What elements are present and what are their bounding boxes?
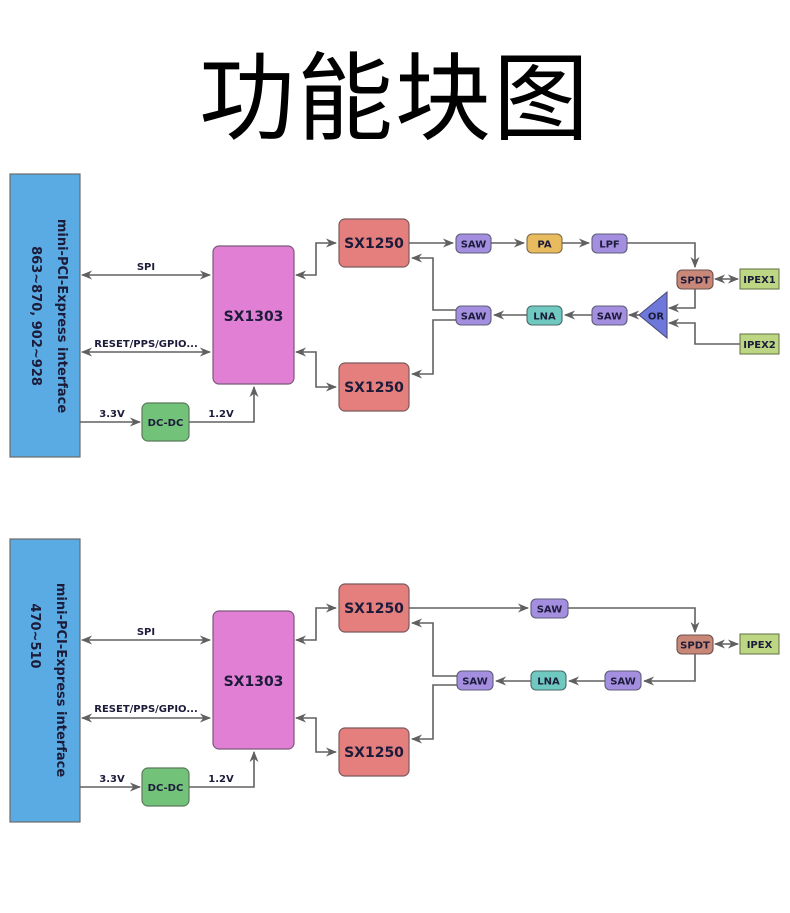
ipex2-block: IPEX2 <box>739 333 780 355</box>
v12-wire <box>189 385 259 423</box>
gpio-label: RESET/PPS/GPIO... <box>94 339 198 350</box>
tx-wire-2 <box>568 607 700 634</box>
spdt-label: SPDT <box>680 276 710 287</box>
rx-saw1-block: SAW <box>455 305 492 326</box>
page-title: 功能块图 <box>199 43 591 155</box>
rx-to-sx1250-top-wire <box>410 618 457 677</box>
band-label: 863~870, 902~928 <box>28 246 43 386</box>
diagram-1: mini-PCI-Express interface 863~870, 902~… <box>9 173 780 458</box>
v33-label: 3.3V <box>99 774 125 785</box>
tx-wire-4 <box>627 242 700 269</box>
tx-saw-label: SAW <box>461 240 487 251</box>
sx1303-label: SX1303 <box>224 309 284 325</box>
rx-saw1-label: SAW <box>461 312 487 323</box>
rx-saw1-block: SAW <box>456 670 494 691</box>
interface-block: mini-PCI-Express interface 470~510 <box>9 538 81 823</box>
ipex-block: IPEX <box>739 633 780 655</box>
sx1250-top-label: SX1250 <box>344 601 404 617</box>
diagram-2: mini-PCI-Express interface 470~510 SPI R… <box>9 538 780 823</box>
tx-saw-label: SAW <box>537 605 563 616</box>
v33-label: 3.3V <box>99 409 125 420</box>
sx1303-block: SX1303 <box>212 245 295 385</box>
sx1303-to-sx1250-bottom-wire <box>294 713 338 757</box>
ipex-label: IPEX <box>747 640 773 651</box>
sx1303-label: SX1303 <box>224 674 284 690</box>
lna-block: LNA <box>526 305 563 326</box>
rx-to-sx1250-top-wire <box>410 253 456 311</box>
pa-block: PA <box>526 233 563 254</box>
v12-label: 1.2V <box>208 409 234 420</box>
rx-saw1-label: SAW <box>462 677 488 688</box>
lna-block: LNA <box>530 670 567 691</box>
or-label: OR <box>648 312 665 323</box>
lna-label: LNA <box>533 312 556 323</box>
pa-label: PA <box>537 240 551 251</box>
ipex2-to-or-wire <box>667 318 740 345</box>
spi-label: SPI <box>137 627 155 638</box>
rx-saw2-block: SAW <box>604 670 642 691</box>
rx-to-sx1250-bottom-wire <box>410 684 457 744</box>
sx1303-to-sx1250-top-wire <box>294 603 338 645</box>
sx1250-top-block: SX1250 <box>338 583 410 633</box>
sx1250-bottom-label: SX1250 <box>344 745 404 761</box>
spdt-label: SPDT <box>680 641 710 652</box>
rx-saw2-label: SAW <box>597 312 623 323</box>
dcdc-block: DC-DC <box>141 767 190 807</box>
spdt-block: SPDT <box>676 269 714 290</box>
lpf-block: LPF <box>591 233 628 254</box>
rx-saw2-block: SAW <box>591 305 628 326</box>
interface-block: mini-PCI-Express interface 863~870, 902~… <box>9 173 81 458</box>
sx1250-bottom-block: SX1250 <box>338 727 410 777</box>
sx1250-top-label: SX1250 <box>344 236 404 252</box>
sx1303-block: SX1303 <box>212 610 295 750</box>
interface-label: mini-PCI-Express interface <box>54 219 69 413</box>
v12-label: 1.2V <box>208 774 234 785</box>
tx-saw-block: SAW <box>455 233 492 254</box>
band-label: 470~510 <box>27 603 42 668</box>
dcdc-block: DC-DC <box>141 402 190 442</box>
sx1303-to-sx1250-bottom-wire <box>294 347 338 392</box>
sx1250-top-block: SX1250 <box>338 218 410 268</box>
ipex1-label: IPEX1 <box>743 275 776 286</box>
tx-saw-block: SAW <box>530 598 569 619</box>
lpf-label: LPF <box>599 240 620 251</box>
interface-label: mini-PCI-Express interface <box>53 583 68 777</box>
ipex1-block: IPEX1 <box>739 268 780 290</box>
gpio-label: RESET/PPS/GPIO... <box>94 704 198 715</box>
or-gate: OR <box>638 290 668 340</box>
sx1250-bottom-block: SX1250 <box>338 362 410 412</box>
dcdc-label: DC-DC <box>148 418 184 429</box>
sx1250-bottom-label: SX1250 <box>344 380 404 396</box>
spdt-block: SPDT <box>676 634 714 655</box>
v12-wire <box>189 750 259 788</box>
spdt-to-or-wire <box>667 289 696 313</box>
rx-saw2-label: SAW <box>610 677 636 688</box>
spdt-to-rx-wire <box>642 654 696 686</box>
dcdc-label: DC-DC <box>148 783 184 794</box>
lna-label: LNA <box>537 677 560 688</box>
spi-label: SPI <box>137 262 155 273</box>
ipex2-label: IPEX2 <box>743 340 776 351</box>
sx1303-to-sx1250-top-wire <box>294 238 338 280</box>
rx-to-sx1250-bottom-wire <box>410 319 456 379</box>
